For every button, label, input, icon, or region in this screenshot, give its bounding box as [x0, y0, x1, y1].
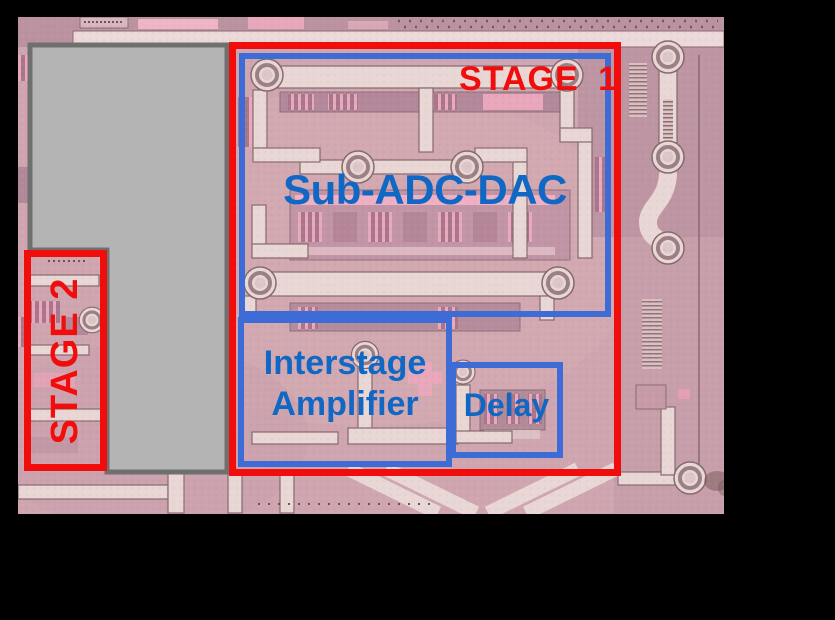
sub-adc-dac-outline-box [239, 53, 611, 317]
interstage-label-line2: Amplifier [271, 385, 419, 423]
interstage-amplifier-outline-box [238, 317, 452, 467]
interstage-amplifier-label: Interstage Amplifier [238, 343, 452, 425]
stage1-outline-box [229, 42, 621, 476]
sub-adc-dac-label: Sub-ADC-DAC [283, 166, 567, 213]
stage1-label: STAGE 1 [459, 60, 618, 98]
delay-label: Delay [463, 387, 550, 423]
interstage-label-line1: Interstage [263, 344, 427, 382]
delay-outline-box [450, 362, 563, 458]
stage2-outline-box [24, 250, 107, 471]
stage2-label-text: STAGE 2 [44, 277, 86, 445]
